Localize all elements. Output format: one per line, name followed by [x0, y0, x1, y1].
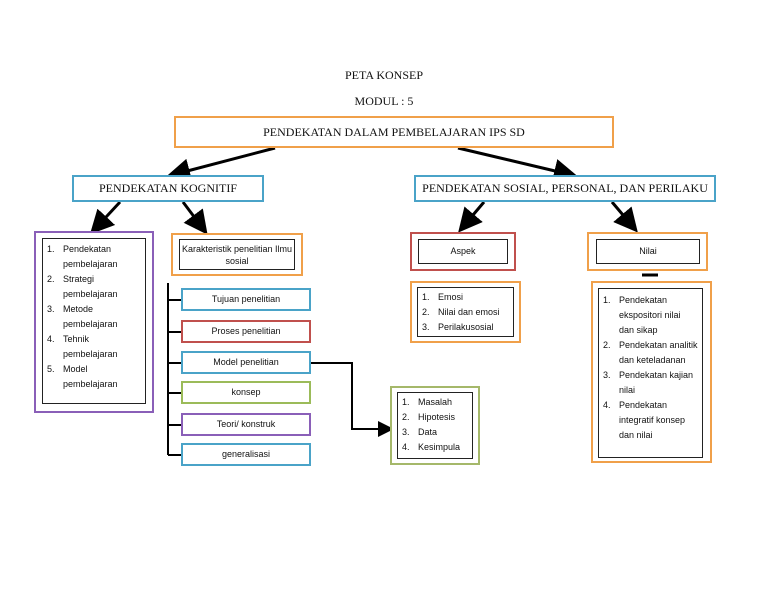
model-list: 1.Masalah 2.Hipotesis 3.Data 4.Kesimpula	[397, 392, 473, 459]
list-item: 3.Data	[402, 427, 438, 437]
list-item: 1.Pendekatan pembelajaran	[47, 244, 118, 269]
aspek-box: Aspek	[418, 239, 508, 264]
cognitive-list: 1.Pendekatan pembelajaran 2.Strategi pem…	[42, 238, 146, 404]
nilai-box: Nilai	[596, 239, 700, 264]
list-item: 1.Pendekatan ekspositori nilai dan sikap	[603, 295, 681, 335]
list-item: 3.Metode pembelajaran	[47, 304, 118, 329]
arrow-right-nilai	[610, 201, 638, 233]
root-concept-box: PENDEKATAN DALAM PEMBELAJARAN IPS SD	[174, 116, 614, 148]
list-item: 2.Strategi pembelajaran	[47, 274, 118, 299]
arrow-left-karakteristik	[181, 201, 208, 235]
karakteristik-box: Karakteristik penelitian Ilmu sosial	[179, 239, 295, 270]
research-item-proses: Proses penelitian	[181, 320, 311, 343]
list-item: 4.Kesimpula	[402, 442, 461, 452]
list-item: 1.Masalah	[402, 397, 453, 407]
arrow-root-right	[457, 146, 578, 183]
research-item-model: Model penelitian	[181, 351, 311, 374]
cognitive-list-outer: 1.Pendekatan pembelajaran 2.Strategi pem…	[34, 231, 154, 413]
list-item: 3.Pendekatan kajian nilai	[603, 370, 694, 395]
cognitive-branch-box: PENDEKATAN KOGNITIF	[72, 175, 264, 202]
arrow-right-aspek	[458, 201, 486, 233]
arrow-root-left	[166, 146, 276, 183]
list-item: 2.Pendekatan analitik dan keteladanan	[603, 340, 698, 365]
social-branch-box: PENDEKATAN SOSIAL, PERSONAL, DAN PERILAK…	[414, 175, 716, 202]
page-title: PETA KONSEP	[344, 68, 424, 82]
model-list-outer: 1.Masalah 2.Hipotesis 3.Data 4.Kesimpula	[390, 386, 480, 465]
nilai-list-outer: 1.Pendekatan ekspositori nilai dan sikap…	[591, 281, 712, 463]
list-item: 2.Hipotesis	[402, 412, 456, 422]
arrow-left-list	[89, 200, 122, 235]
research-item-generalisasi: generalisasi	[181, 443, 311, 466]
research-item-tujuan: Tujuan penelitian	[181, 288, 311, 311]
research-item-konsep: konsep	[181, 381, 311, 404]
list-item: 3.Perilakusosial	[422, 322, 494, 332]
research-item-teori: Teori/ konstruk	[181, 413, 311, 436]
karakteristik-outer: Karakteristik penelitian Ilmu sosial	[171, 233, 303, 276]
list-item: 5.Model pembelajaran	[47, 364, 118, 389]
list-item: 4.Pendekatan integratif konsep dan nilai	[603, 400, 686, 440]
arrow-model-list	[310, 362, 394, 437]
aspek-list: 1.Emosi 2.Nilai dan emosi 3.Perilakusosi…	[417, 287, 514, 337]
list-item: 1.Emosi	[422, 292, 464, 302]
nilai-outer: Nilai	[587, 232, 708, 271]
page-subtitle: MODUL : 5	[354, 94, 414, 108]
aspek-list-outer: 1.Emosi 2.Nilai dan emosi 3.Perilakusosi…	[410, 281, 521, 343]
aspek-outer: Aspek	[410, 232, 516, 271]
nilai-list: 1.Pendekatan ekspositori nilai dan sikap…	[598, 288, 703, 458]
list-item: 4.Tehnik pembelajaran	[47, 334, 118, 359]
list-item: 2.Nilai dan emosi	[422, 307, 500, 317]
